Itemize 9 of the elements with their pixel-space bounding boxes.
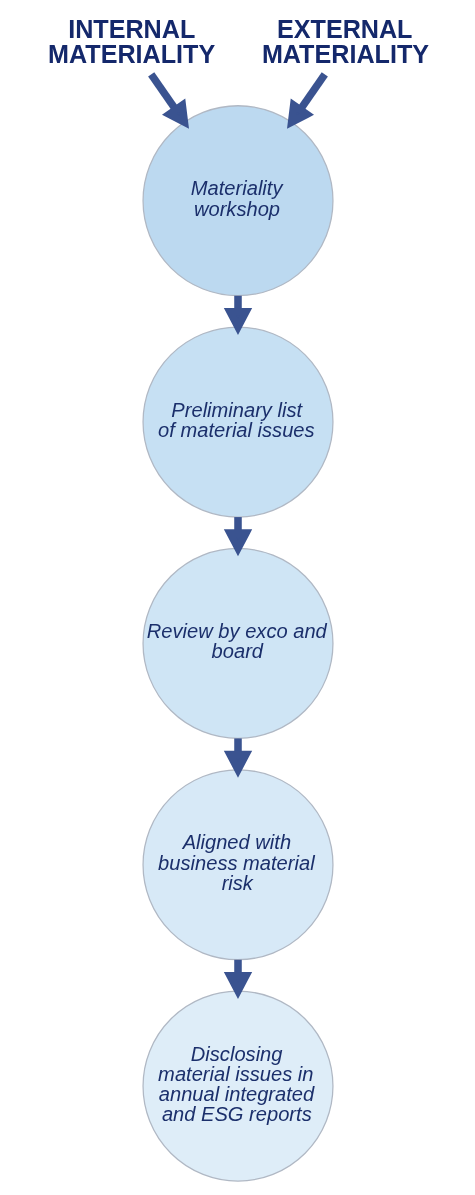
node-text: EXTERNAL MATERIALITY [261,14,429,68]
node-text: INTERNAL MATERIALITY [47,14,215,68]
node-circle: Disclosing material issues in annual integrated and ESG reports [141,990,334,1182]
node-circle: Review by exco and board [141,547,334,739]
node-circle: Materiality workshop [141,105,334,297]
arrow [286,72,328,129]
node-circle: Aligned with business material risk [141,769,334,961]
node-circle: Preliminary list of material issues [141,326,334,518]
arrow [147,72,189,129]
